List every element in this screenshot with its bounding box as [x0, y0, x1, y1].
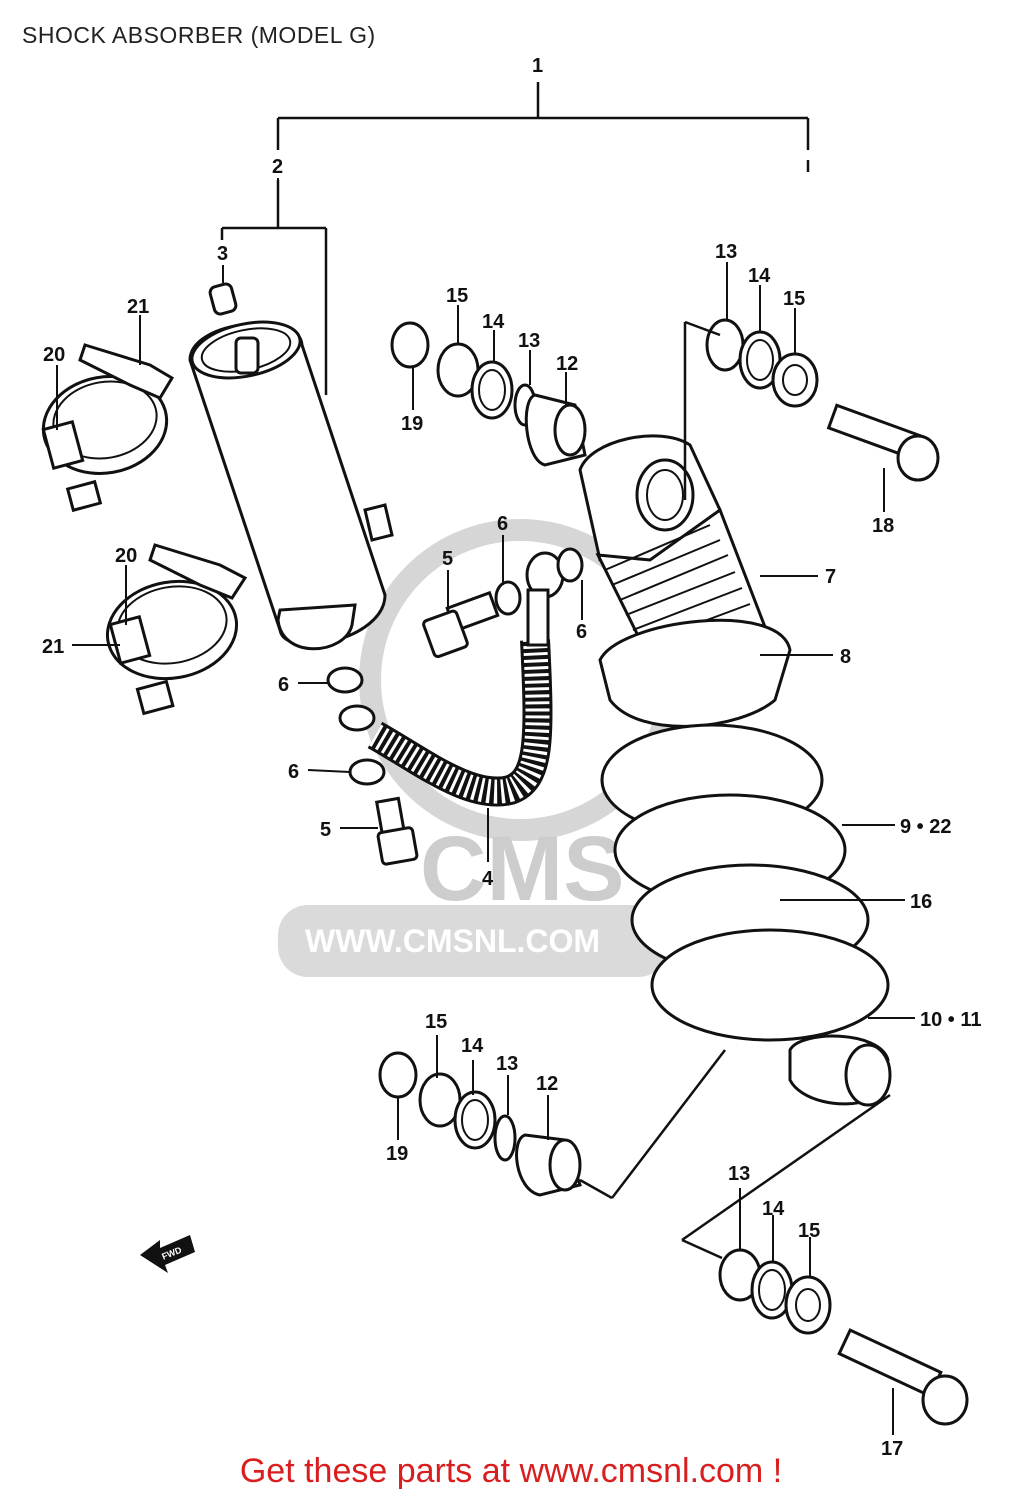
callout-21-upper: 21 [127, 296, 149, 318]
callout-16: 16 [910, 891, 932, 913]
callout-12-lower: 12 [536, 1073, 558, 1095]
valve-part [208, 282, 238, 316]
watermark: CMS WWW.CMSNL.COM [278, 519, 681, 977]
lower-bolt [837, 1328, 969, 1426]
watermark-url: WWW.CMSNL.COM [305, 923, 600, 959]
banjo-bolt-lower [374, 796, 419, 866]
page-title: SHOCK ABSORBER (MODEL G) [22, 22, 376, 48]
callout-6-c: 6 [278, 674, 289, 696]
watermark-logo: CMS [420, 818, 624, 920]
callout-3: 3 [217, 243, 228, 265]
callout-13-a: 13 [518, 330, 540, 352]
callout-5-lower: 5 [320, 819, 331, 841]
callout-5-upper: 5 [442, 548, 453, 570]
callout-17: 17 [881, 1438, 903, 1460]
callout-19-lower: 19 [386, 1143, 408, 1165]
hose-clamp-lower [105, 543, 248, 716]
upper-bolt [826, 403, 940, 482]
forward-arrow-icon: FWD [140, 1235, 195, 1273]
upper-left-hardware [390, 321, 587, 467]
callout-14-c: 14 [461, 1035, 484, 1057]
callout-20-upper: 20 [43, 344, 65, 366]
shock-absorber-body [578, 434, 892, 1107]
callout-15-d: 15 [798, 1220, 820, 1242]
callout-21-lower: 21 [42, 636, 64, 658]
leader-lines [56, 178, 915, 1435]
callout-8: 8 [840, 646, 851, 668]
assembly-lines [579, 320, 891, 1260]
callout-6-a: 6 [497, 513, 508, 535]
callout-15-a: 15 [446, 285, 468, 307]
callout-12-upper: 12 [556, 353, 578, 375]
footer-promo-link[interactable]: Get these parts at www.cmsnl.com ! [239, 1452, 783, 1490]
callout-14-b: 14 [748, 265, 771, 287]
callout-10-11: 10 • 11 [920, 1009, 982, 1031]
lower-right-hardware [718, 1248, 832, 1335]
callout-15-b: 15 [783, 288, 805, 310]
callout-13-c: 13 [496, 1053, 518, 1075]
callout-labels: 1 2 3 4 5 5 6 6 6 6 7 8 9 • 22 10 • 11 1… [42, 55, 982, 1460]
callout-6-d: 6 [288, 761, 299, 783]
callout-2: 2 [272, 156, 283, 178]
callout-1: 1 [532, 55, 543, 77]
callout-7: 7 [825, 566, 836, 588]
assembly-brackets [220, 82, 810, 395]
callout-14-a: 14 [482, 311, 505, 333]
hose-clamp-upper [41, 343, 175, 513]
callout-19-upper: 19 [401, 413, 423, 435]
callout-9-22: 9 • 22 [900, 816, 951, 838]
callout-14-d: 14 [762, 1198, 785, 1220]
callout-13-b: 13 [715, 241, 737, 263]
hose-part [367, 551, 565, 807]
lower-left-hardware [378, 1051, 582, 1197]
callout-20-lower: 20 [115, 545, 137, 567]
callout-18: 18 [872, 515, 894, 537]
upper-right-hardware [705, 318, 819, 408]
reservoir-canister [188, 320, 394, 651]
banjo-bolt-upper [422, 590, 500, 659]
washers [326, 547, 584, 786]
callout-15-c: 15 [425, 1011, 447, 1033]
callout-4: 4 [482, 868, 494, 890]
callout-6-b: 6 [576, 621, 587, 643]
callout-13-d: 13 [728, 1163, 750, 1185]
